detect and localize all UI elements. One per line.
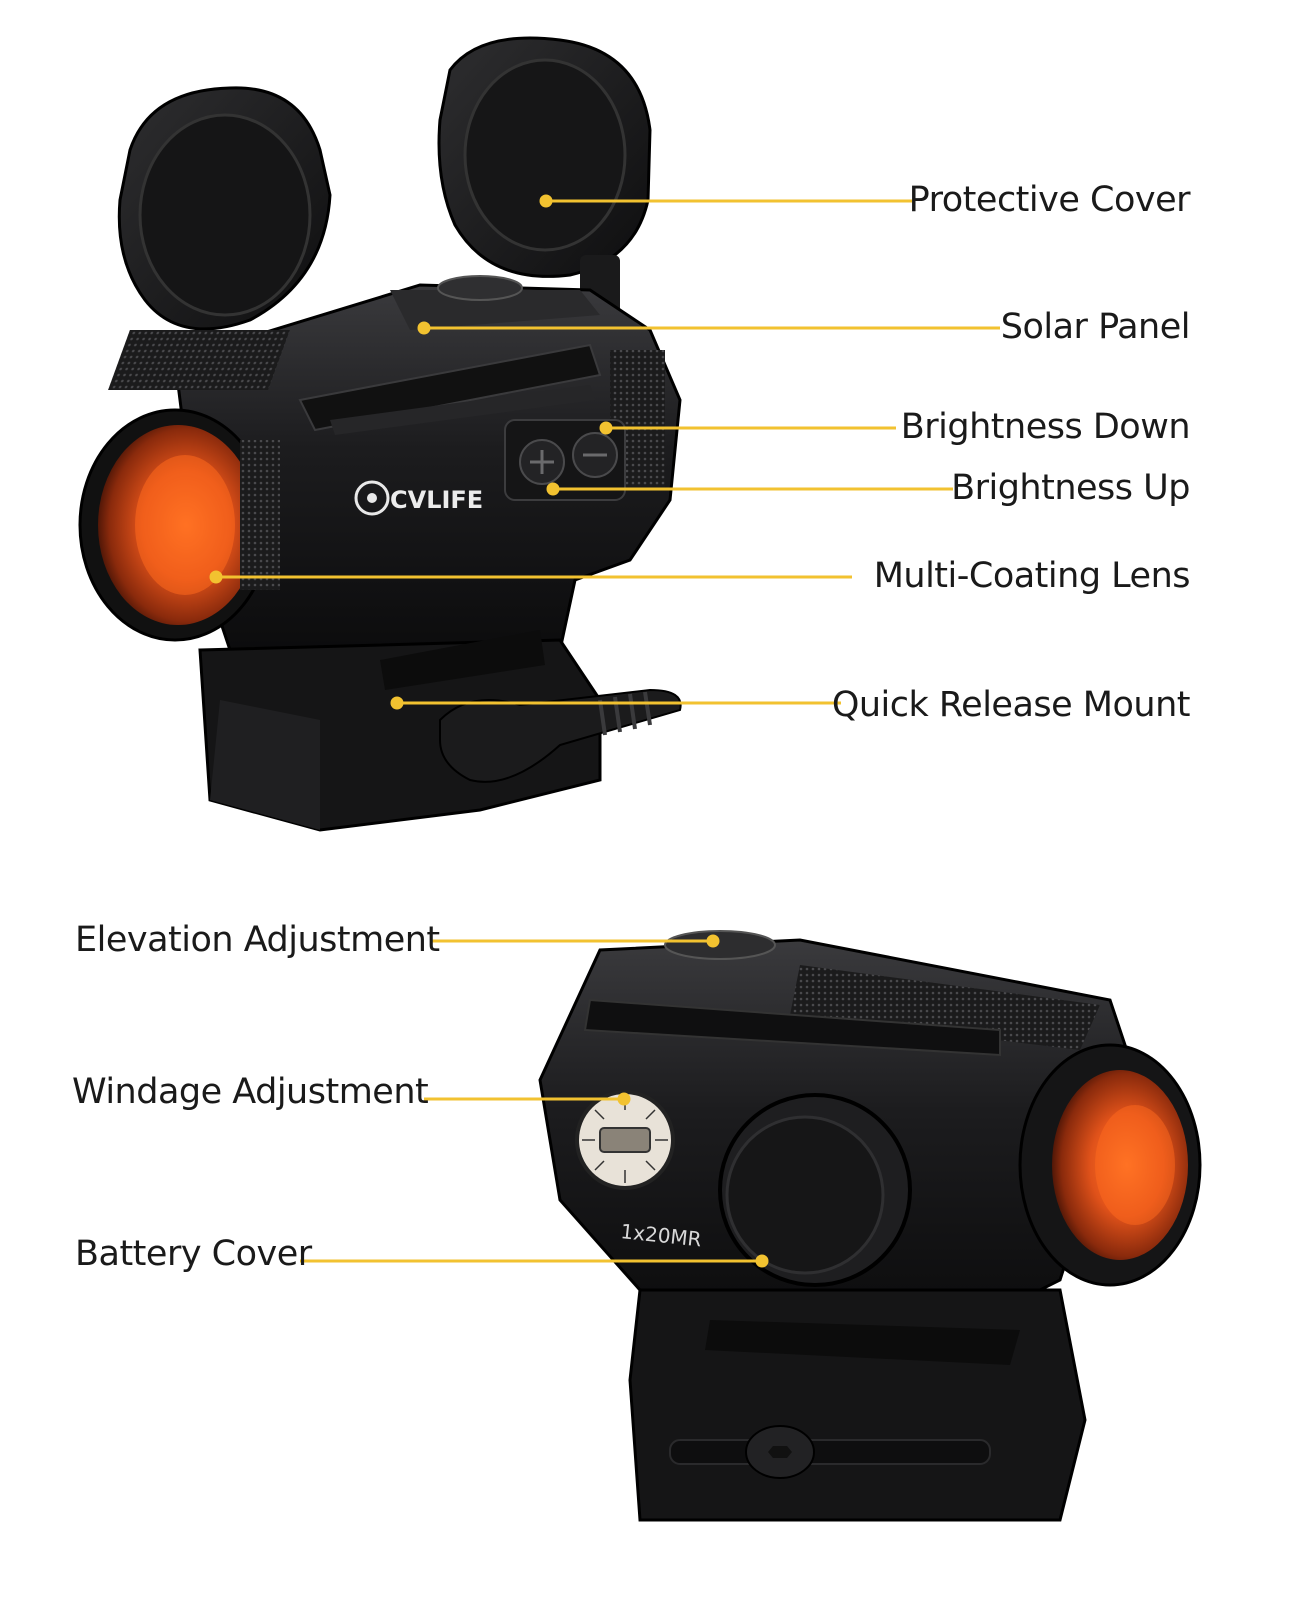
label-windage-adjustment: Windage Adjustment: [72, 1072, 429, 1112]
leader-dot-brightness-up: [546, 482, 560, 496]
c-circle-logo: [354, 480, 390, 516]
solar-panel-surface-bottom: [790, 965, 1100, 1050]
brand-logo-text: CVLIFE: [390, 486, 483, 514]
label-protective-cover: Protective Cover: [908, 180, 1191, 220]
leader-dot-protective-cover: [539, 194, 553, 208]
scope-top-illustration: [78, 36, 682, 832]
scope-bottom-body: [538, 930, 1202, 1322]
leader-dot-windage-adjustment: [617, 1092, 631, 1106]
label-multi-coating-lens: Multi-Coating Lens: [873, 556, 1191, 596]
release-lever: [439, 688, 682, 783]
protective-cover-rear: [117, 86, 332, 390]
label-brightness-down: Brightness Down: [900, 407, 1191, 447]
leader-dot-solar-panel: [417, 321, 431, 335]
label-battery-cover: Battery Cover: [75, 1234, 312, 1274]
quick-release-mount: [198, 630, 682, 832]
solar-panel-surface: [390, 290, 600, 330]
label-solar-panel: Solar Panel: [1000, 307, 1191, 347]
leader-lines: [209, 194, 1000, 1268]
leader-dot-elevation-adjustment: [706, 934, 720, 948]
multi-coating-lens: [78, 408, 280, 642]
label-quick-release-mount: Quick Release Mount: [831, 685, 1191, 725]
label-elevation-adjustment: Elevation Adjustment: [75, 920, 440, 960]
label-brightness-up: Brightness Up: [951, 468, 1190, 508]
scope-bottom-mount: [628, 1288, 1087, 1522]
leader-dot-multi-coating-lens: [209, 570, 223, 584]
leader-dot-quick-release-mount: [390, 696, 404, 710]
leader-dot-battery-cover: [755, 1254, 769, 1268]
scope-bottom-illustration: [538, 930, 1202, 1522]
leader-dot-brightness-down: [599, 421, 613, 435]
scope-top-body: [108, 275, 682, 652]
elevation-turret: [664, 930, 776, 960]
